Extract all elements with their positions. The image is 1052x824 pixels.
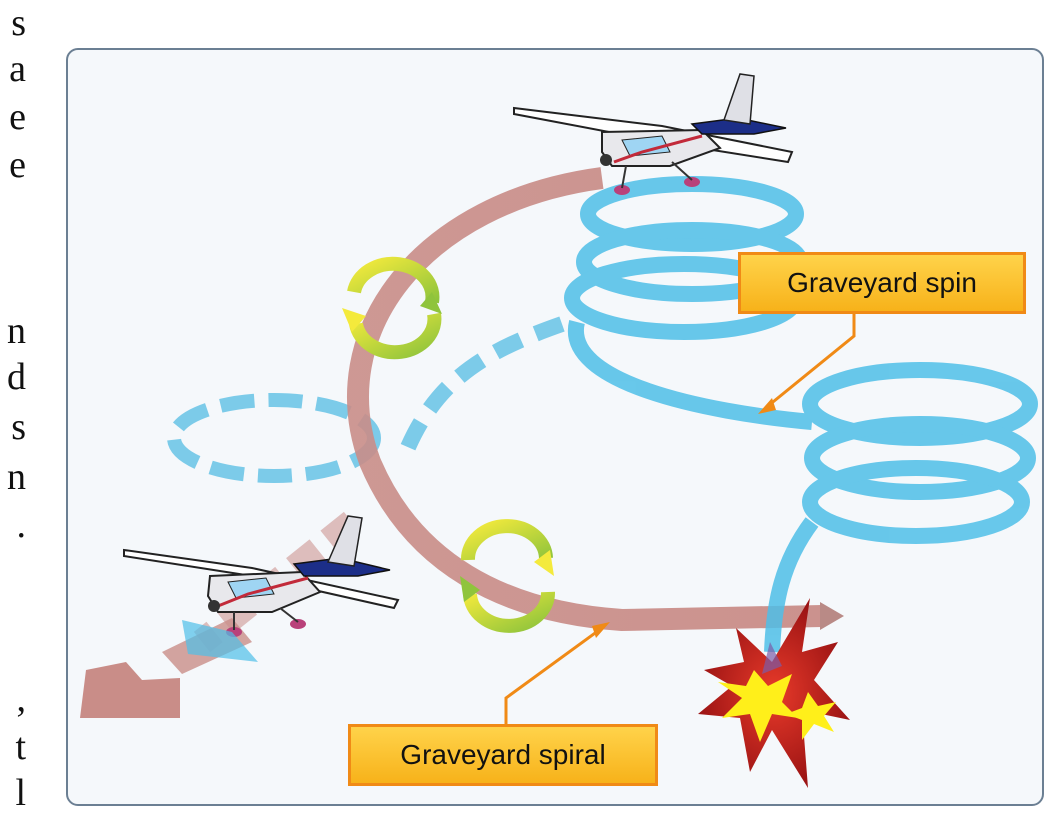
text-fragment: d	[7, 356, 26, 398]
text-fragment: .	[16, 504, 27, 546]
graveyard-spin-label: Graveyard spin	[738, 252, 1026, 314]
diagram-frame: Graveyard spin Graveyard spiral	[66, 48, 1044, 806]
dashed-orbit	[167, 393, 381, 483]
leader-line-spin	[758, 314, 856, 414]
rotation-arrow-lower	[460, 519, 555, 633]
spin-entry-dashed-path	[394, 316, 565, 465]
airplane-upper-icon	[513, 73, 794, 195]
airplane-lower-icon	[123, 515, 400, 662]
rotation-arrow-upper	[342, 256, 442, 360]
text-fragment: ,	[16, 678, 27, 720]
diagram-canvas	[80, 73, 1038, 788]
text-fragment: s	[11, 2, 26, 44]
adjacent-text-column: s a e e n d s n . , t l	[0, 0, 40, 824]
text-fragment: e	[9, 144, 26, 186]
text-fragment: l	[15, 772, 26, 814]
graveyard-spiral-label: Graveyard spiral	[348, 724, 658, 786]
crash-explosion-icon	[698, 598, 850, 788]
text-fragment: e	[9, 96, 26, 138]
text-fragment: n	[7, 310, 26, 352]
text-fragment: t	[15, 726, 26, 768]
leader-line-spiral	[504, 622, 610, 724]
text-fragment: a	[9, 48, 26, 90]
text-fragment: n	[7, 456, 26, 498]
text-fragment: s	[11, 406, 26, 448]
